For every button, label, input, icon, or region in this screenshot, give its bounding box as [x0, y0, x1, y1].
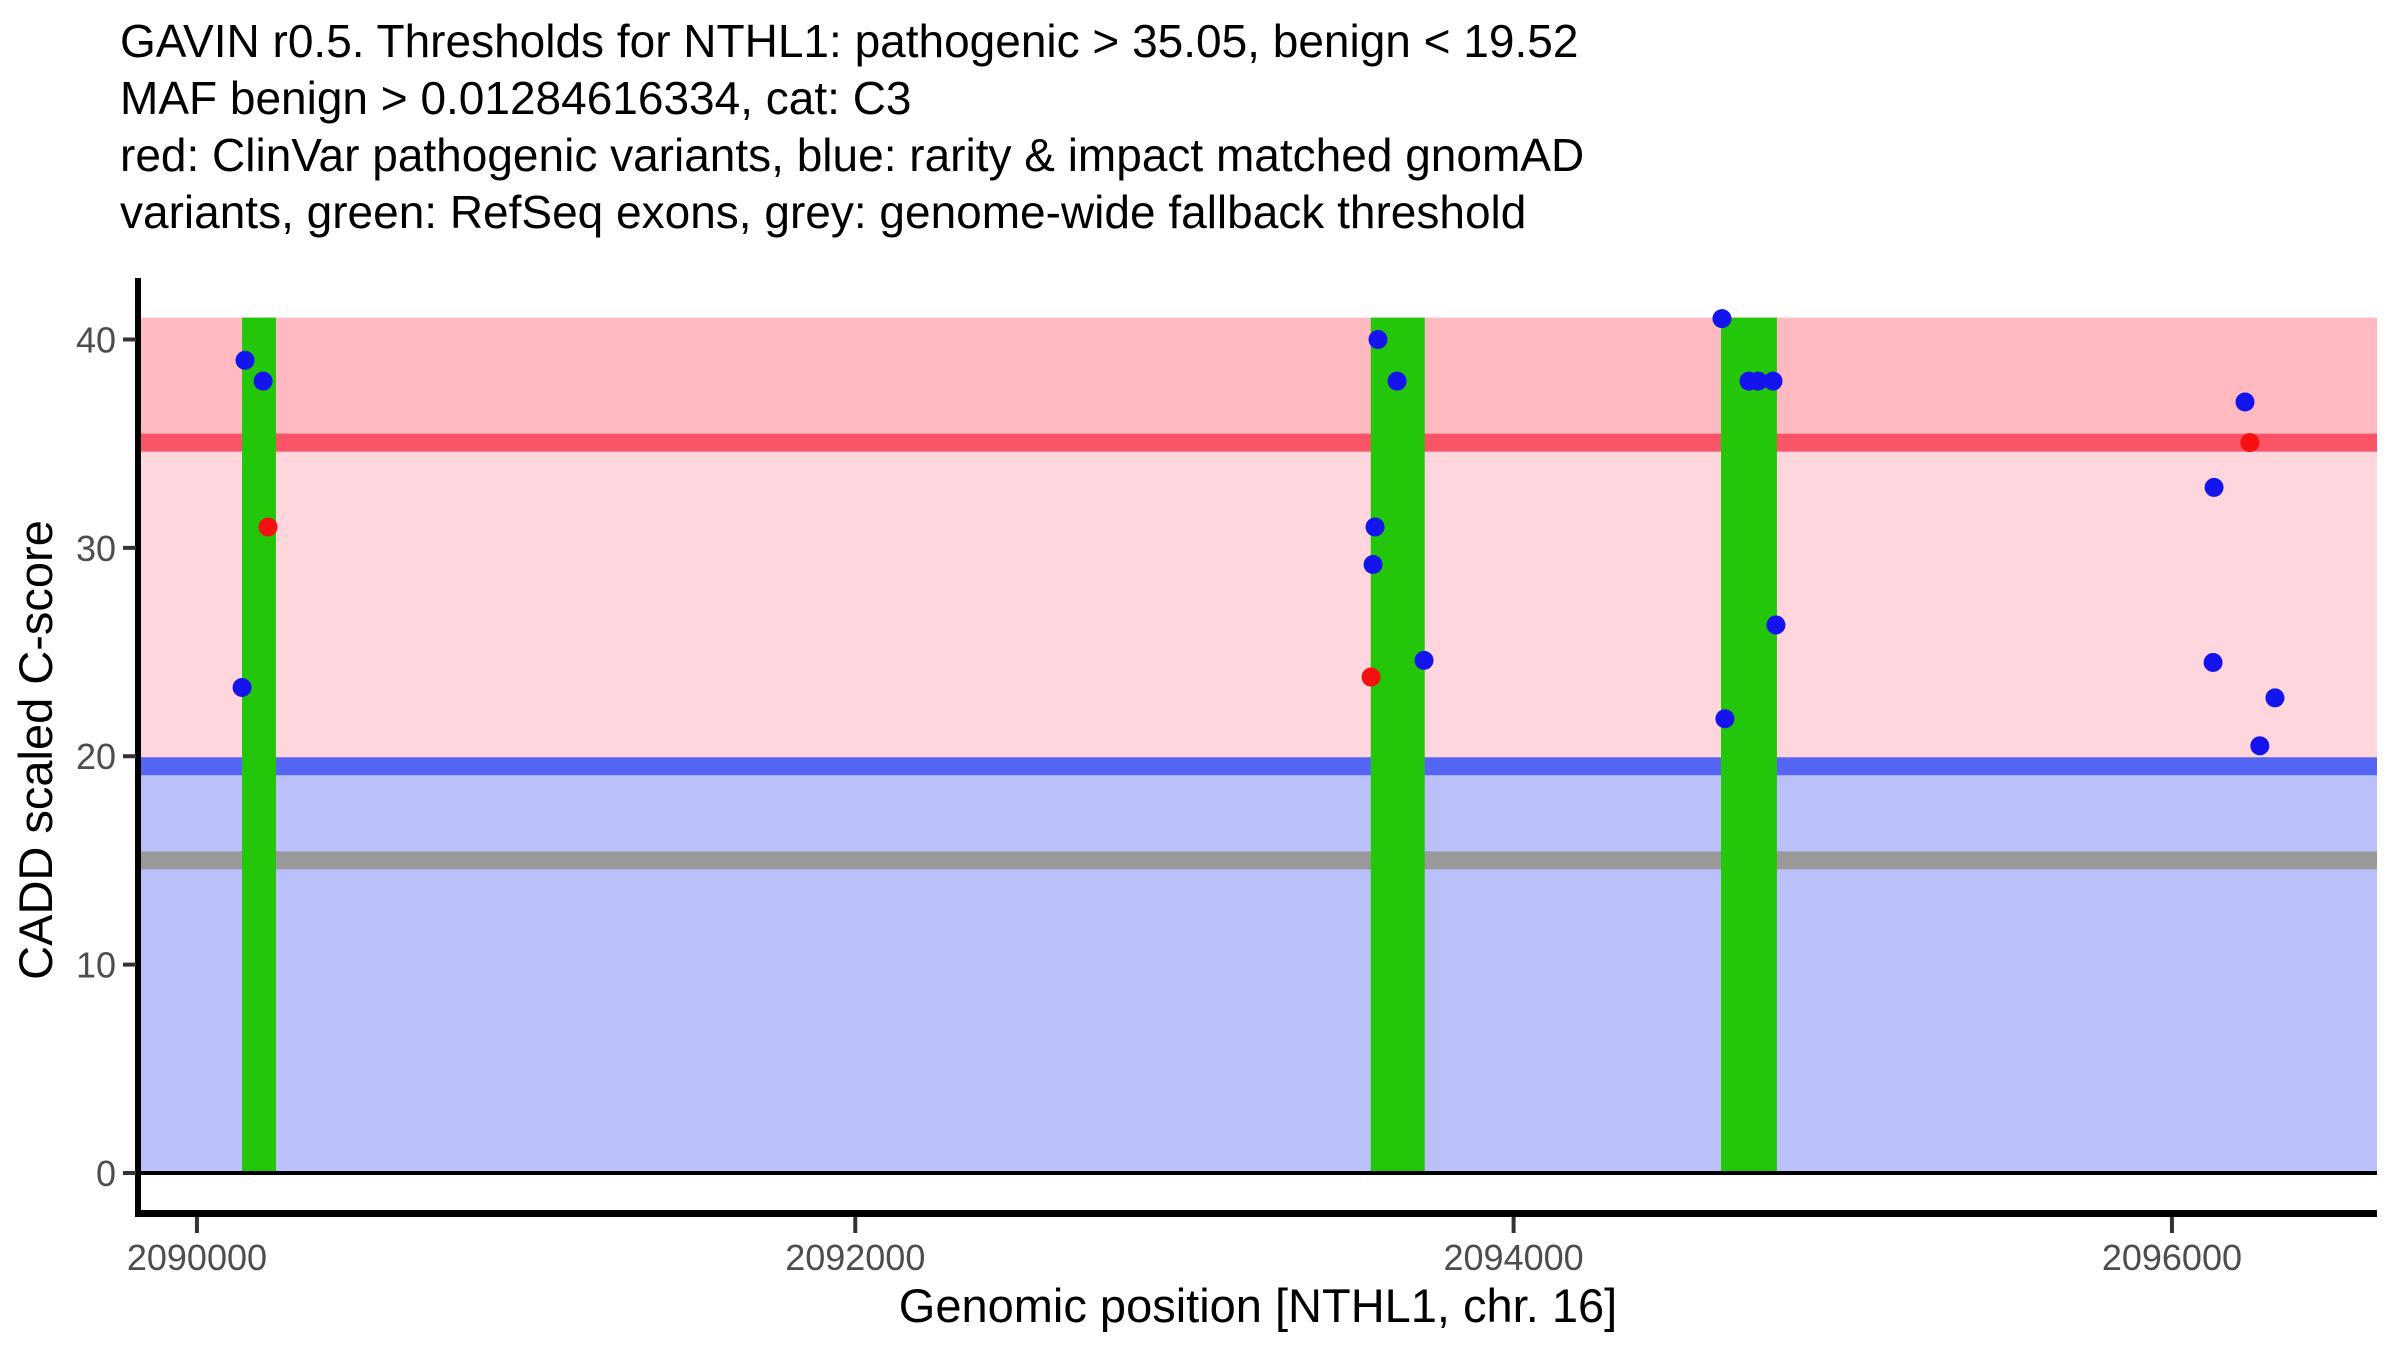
gnomad-variant-point	[2204, 477, 2224, 497]
gnomad-variant-point	[1766, 615, 1786, 635]
title-line-4: variants, green: RefSeq exons, grey: gen…	[120, 186, 1526, 238]
x-axis-title: Genomic position [NTHL1, chr. 16]	[899, 1279, 1617, 1332]
y-tick-label-10: 10	[76, 945, 116, 986]
y-axis-title: CADD scaled C-score	[9, 520, 62, 980]
y-axis-ticks: 0 10 20 30 40	[76, 319, 136, 1194]
y-tick-label-40: 40	[76, 319, 116, 360]
gnomad-variant-point	[232, 677, 252, 697]
gnomad-variant-point	[253, 371, 273, 391]
y-tick-label-30: 30	[76, 528, 116, 569]
refseq-exon-bars	[242, 317, 1777, 1173]
x-axis-ticks: 2090000 2092000 2094000 2096000	[127, 1217, 2242, 1278]
gnomad-variant-point	[235, 350, 255, 370]
title-line-2: MAF benign > 0.01284616334, cat: C3	[120, 72, 912, 124]
gnomad-variant-point	[2250, 736, 2270, 756]
score-regions	[140, 317, 2377, 1173]
title-line-1: GAVIN r0.5. Thresholds for NTHL1: pathog…	[120, 15, 1578, 67]
clinvar-pathogenic-point	[2240, 433, 2260, 453]
clinvar-pathogenic-point	[1361, 667, 1381, 687]
gnomad-variant-point	[2265, 688, 2285, 708]
gnomad-variant-point	[1414, 650, 1434, 670]
x-tick-label-2090000: 2090000	[127, 1237, 267, 1278]
region-pathogenic-zone	[140, 317, 2377, 443]
region-intermediate-zone	[140, 442, 2377, 767]
gnomad-variant-point	[1712, 309, 1732, 329]
chart-title: GAVIN r0.5. Thresholds for NTHL1: pathog…	[120, 15, 1584, 238]
variant-points	[232, 309, 2285, 756]
gnomad-variant-point	[1363, 555, 1383, 575]
clinvar-pathogenic-point	[258, 517, 278, 537]
gnomad-variant-point	[1715, 709, 1735, 729]
title-line-3: red: ClinVar pathogenic variants, blue: …	[120, 129, 1584, 181]
gnomad-variant-point	[1763, 371, 1783, 391]
gnomad-variant-point	[1387, 371, 1407, 391]
gnomad-variant-point	[2235, 392, 2255, 412]
x-tick-label-2092000: 2092000	[785, 1237, 925, 1278]
exon-bar-3	[1720, 317, 1777, 1173]
gnomad-variant-point	[1748, 371, 1768, 391]
y-tick-label-0: 0	[96, 1153, 116, 1194]
gnomad-variant-point	[1365, 517, 1385, 537]
gnomad-variant-point	[1368, 329, 1388, 349]
y-tick-label-20: 20	[76, 736, 116, 777]
region-benign-zone	[140, 766, 2377, 1173]
x-tick-label-2094000: 2094000	[1444, 1237, 1584, 1278]
gnomad-variant-point	[2203, 652, 2223, 672]
exon-bar-2	[1370, 317, 1425, 1173]
x-tick-label-2096000: 2096000	[2102, 1237, 2242, 1278]
exon-bar-1	[242, 317, 276, 1173]
threshold-lines	[140, 433, 2377, 870]
